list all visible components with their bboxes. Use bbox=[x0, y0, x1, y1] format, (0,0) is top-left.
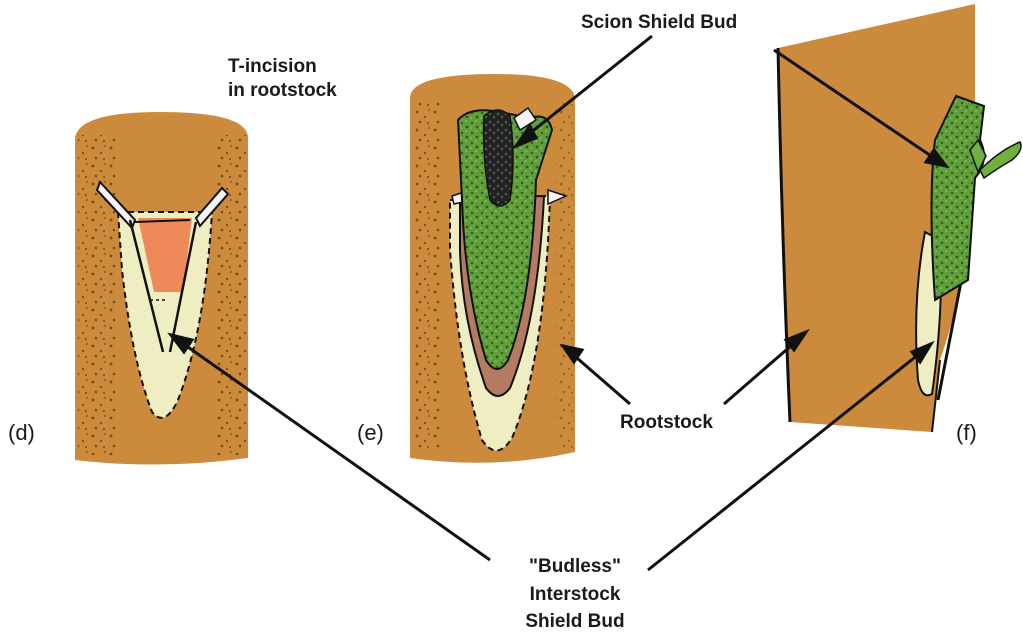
label-budless-line1: "Budless" bbox=[500, 556, 650, 578]
label-t-incision-line1: T-incision bbox=[228, 56, 317, 78]
panel-label-e: (e) bbox=[357, 420, 384, 446]
label-t-incision-line2: in rootstock bbox=[228, 80, 337, 102]
label-scion-shield-bud: Scion Shield Bud bbox=[581, 12, 737, 34]
arrow-budless-to-f bbox=[648, 350, 924, 570]
arrow-rootstock-to-e bbox=[570, 352, 630, 404]
label-budless-line2: Interstock bbox=[500, 584, 650, 606]
label-budless-line3: Shield Bud bbox=[500, 611, 650, 633]
panel-label-f: (f) bbox=[956, 420, 977, 446]
panel-f-scion-bud bbox=[932, 96, 1022, 300]
label-rootstock: Rootstock bbox=[620, 412, 713, 434]
panel-label-d: (d) bbox=[8, 420, 35, 446]
